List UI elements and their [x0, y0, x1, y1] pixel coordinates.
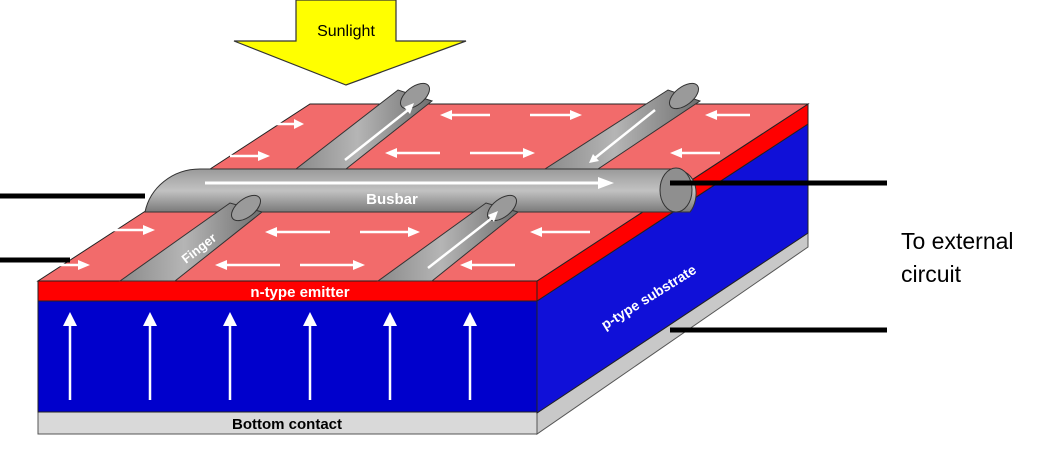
up-arrow [383, 312, 397, 400]
busbar-label: Busbar [366, 191, 418, 208]
up-arrow [303, 312, 317, 400]
substrate-front [37, 300, 538, 413]
up-arrow [463, 312, 477, 400]
sunlight-label: Sunlight [317, 23, 375, 40]
left-arrow [385, 148, 440, 158]
surface-current-arrows [50, 110, 750, 270]
finger-front-right [376, 194, 520, 282]
right-arrow [230, 151, 270, 161]
right-arrow [300, 260, 365, 270]
right-arrow [360, 227, 420, 237]
left-arrow [440, 110, 490, 120]
emitter-label: n-type emitter [250, 284, 349, 301]
bottom-contact-label: Bottom contact [232, 416, 342, 433]
external-circuit-label: To external circuit [901, 225, 1014, 291]
substrate-current-arrows [63, 312, 477, 400]
left-arrow [265, 227, 330, 237]
sunlight-arrow: Sunlight [233, 0, 467, 86]
external-circuit-line1: To external [901, 228, 1014, 254]
right-arrow [105, 225, 155, 235]
left-arrow [460, 260, 515, 270]
external-circuit-line2: circuit [901, 261, 962, 287]
external-wires [0, 180, 887, 333]
finger-back-left [294, 82, 434, 170]
left-arrow [670, 148, 720, 158]
left-arrow [705, 110, 750, 120]
right-arrow [272, 119, 304, 129]
right-arrow [530, 110, 582, 120]
busbar: Busbar [144, 167, 697, 213]
right-arrow [470, 148, 535, 158]
up-arrow [223, 312, 237, 400]
right-arrow [50, 260, 90, 270]
left-arrow [215, 260, 280, 270]
up-arrow [63, 312, 77, 400]
up-arrow [143, 312, 157, 400]
left-arrow [530, 227, 590, 237]
